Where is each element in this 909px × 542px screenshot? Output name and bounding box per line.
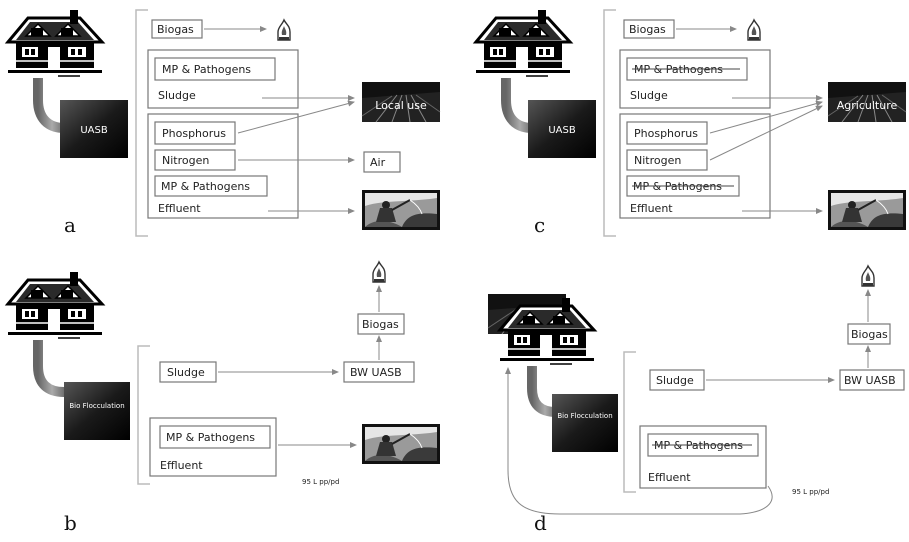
panel-letter: c <box>534 213 545 237</box>
nitrogen-label: Nitrogen <box>162 154 209 167</box>
biogas-label: Biogas <box>629 23 666 36</box>
mp-pathogens-box <box>154 57 276 81</box>
phosphorus-label: Phosphorus <box>162 127 226 140</box>
biogas-label: Biogas <box>157 23 194 36</box>
bracket <box>135 9 148 237</box>
bw-uasb-label: BW UASB <box>844 374 896 387</box>
bw-uasb-box <box>343 361 415 383</box>
panel-letter: a <box>64 213 76 237</box>
sludge-label: Sludge <box>656 374 694 387</box>
phosphorus-box <box>154 121 236 145</box>
reactor-box <box>64 382 130 440</box>
sludge-box <box>159 361 217 383</box>
irrigation-image <box>361 423 441 465</box>
air-box <box>363 151 401 173</box>
panel-d: Bio Flocculation d Sludge BW UASB Biogas… <box>487 265 905 535</box>
mp-pathogens-label: MP & Pathogens <box>166 431 255 444</box>
biogas-box <box>847 323 891 345</box>
biogas-box <box>151 19 203 39</box>
panel-a: UASB a Biogas MP & Pathogens Sludge Phos… <box>6 8 441 237</box>
phosphorus-arrow <box>237 100 355 134</box>
irrigation-image <box>827 189 907 231</box>
air-label: Air <box>370 156 386 169</box>
panel-b: Bio Flocculation b Sludge BW UASB Biogas… <box>6 261 441 535</box>
recycle-arrow <box>505 367 773 515</box>
nitrogen-box <box>154 149 236 171</box>
reactor-box <box>528 100 596 158</box>
reactor-label: Bio Flocculation <box>69 402 124 410</box>
biogas-label: Biogas <box>851 328 888 341</box>
nitrogen-label: Nitrogen <box>634 154 681 167</box>
flow-note: 95 L pp/pd <box>302 478 339 486</box>
phosphorus-arrow <box>709 100 823 134</box>
mp-pathogens-effluent-label: MP & Pathogens <box>161 180 250 193</box>
mp-pathogens-effluent-box <box>154 175 268 197</box>
local-use-label: Local use <box>375 99 427 112</box>
bracket <box>137 345 150 485</box>
bracket <box>603 9 616 237</box>
sludge-label: Sludge <box>630 89 668 102</box>
reactor-box <box>60 100 128 158</box>
phosphorus-box <box>626 121 708 145</box>
sludge-box <box>649 369 705 391</box>
effluent-label: Effluent <box>160 459 203 472</box>
agriculture-label: Agriculture <box>837 99 898 112</box>
panel-c: UASB c Biogas MP & Pathogens Sludge Phos… <box>474 8 907 237</box>
irrigation-image <box>361 189 441 231</box>
nitrogen-arrow <box>709 105 823 161</box>
effluent-label: Effluent <box>648 471 691 484</box>
bw-uasb-box <box>839 369 905 391</box>
reactor-box <box>552 394 618 452</box>
sludge-label: Sludge <box>158 89 196 102</box>
panel-letter: b <box>64 511 77 535</box>
biogas-box <box>623 19 675 39</box>
bw-uasb-label: BW UASB <box>350 366 402 379</box>
phosphorus-label: Phosphorus <box>634 127 698 140</box>
mp-pathogens-label: MP & Pathogens <box>162 63 251 76</box>
reactor-label: UASB <box>80 125 108 136</box>
house-icon <box>6 270 104 340</box>
effluent-label: Effluent <box>630 202 673 215</box>
effluent-label: Effluent <box>158 202 201 215</box>
flow-note: 95 L pp/pd <box>792 488 829 496</box>
panel-letter: d <box>534 511 547 535</box>
biogas-label: Biogas <box>362 318 399 331</box>
flame-icon <box>372 261 386 283</box>
flame-icon <box>747 19 761 41</box>
flame-icon <box>861 265 875 287</box>
house-icon <box>474 8 572 78</box>
house-icon <box>6 8 104 78</box>
reactor-label: UASB <box>548 125 576 136</box>
pipe-icon <box>33 340 66 397</box>
nitrogen-box <box>626 149 708 171</box>
mp-pathogens-box <box>159 425 271 449</box>
flame-icon <box>277 19 291 41</box>
biogas-box <box>357 313 405 335</box>
bracket <box>623 351 636 493</box>
reactor-label: Bio Flocculation <box>557 412 612 420</box>
sludge-label: Sludge <box>167 366 205 379</box>
